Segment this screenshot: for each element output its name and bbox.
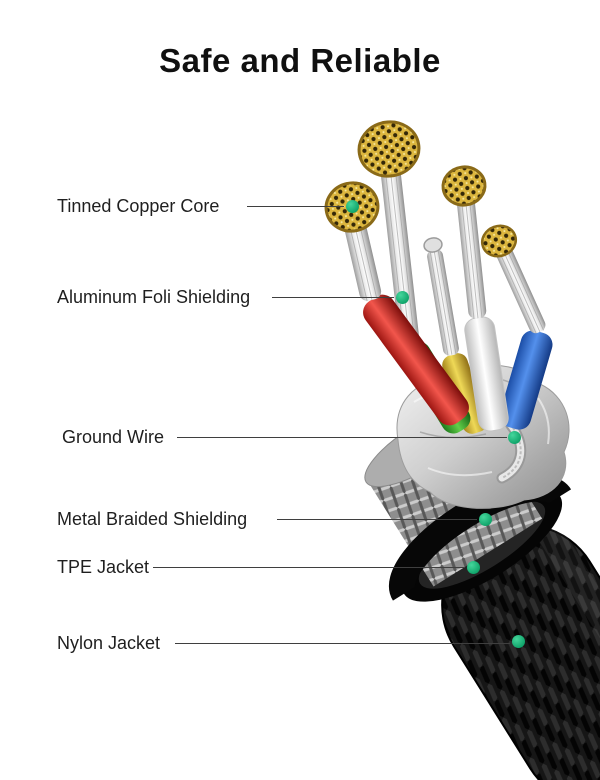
callout-label-aluminum-foil-shielding: Aluminum Foli Shielding bbox=[57, 287, 251, 307]
tinned-copper-tip bbox=[441, 165, 487, 207]
callout-label-ground-wire: Ground Wire bbox=[62, 427, 165, 447]
callout-line bbox=[247, 206, 344, 207]
wire-white bbox=[441, 165, 509, 432]
wire-yellow bbox=[423, 237, 488, 434]
tinned-copper-tip bbox=[357, 120, 421, 178]
callout-dot bbox=[396, 291, 409, 304]
callout-dot bbox=[512, 635, 525, 648]
callout-dot bbox=[467, 561, 480, 574]
callout-dot bbox=[508, 431, 521, 444]
wire-red bbox=[324, 181, 469, 426]
callout-label-nylon-jacket: Nylon Jacket bbox=[57, 633, 161, 653]
callout-label-metal-braided-shielding: Metal Braided Shielding bbox=[57, 509, 248, 529]
tinned-copper-tip bbox=[480, 224, 518, 258]
callout-dot bbox=[479, 513, 492, 526]
wire-blue bbox=[480, 224, 553, 430]
callout-label-tpe-jacket: TPE Jacket bbox=[57, 557, 150, 577]
callout-dot bbox=[346, 200, 359, 213]
callout-label-tinned-copper-core: Tinned Copper Core bbox=[57, 196, 220, 216]
page-title: Safe and Reliable bbox=[159, 42, 441, 79]
callout-line bbox=[153, 567, 465, 568]
callout-line bbox=[177, 437, 507, 438]
callout-line bbox=[175, 643, 510, 644]
callout-line bbox=[277, 519, 477, 520]
callout-line bbox=[272, 297, 394, 298]
